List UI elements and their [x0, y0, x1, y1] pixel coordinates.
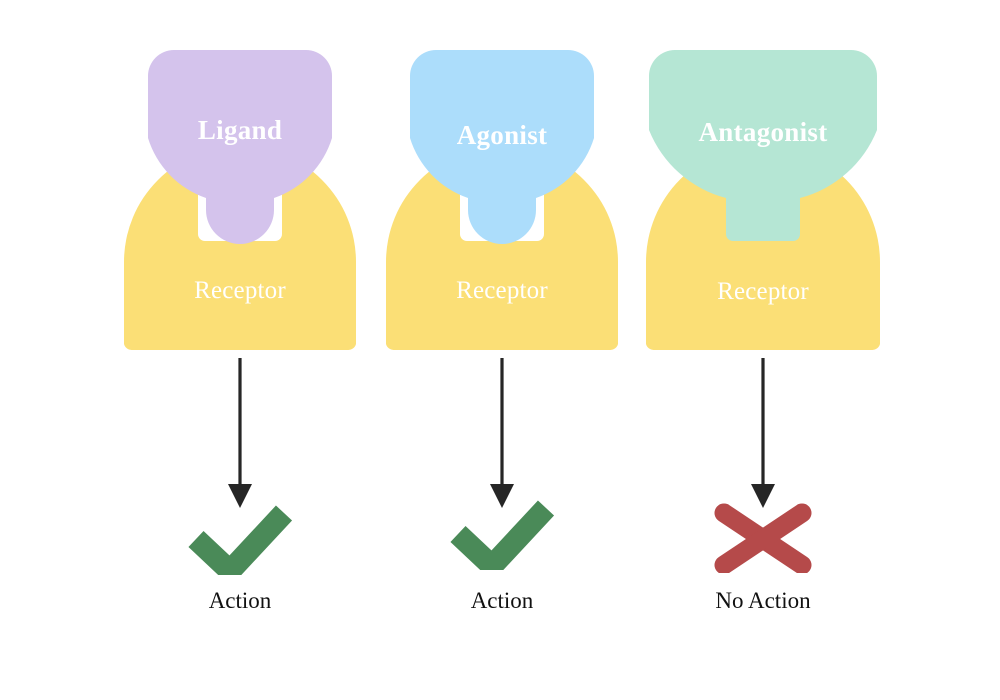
agonist-receptor-complex — [386, 50, 618, 350]
receptor-shape — [646, 145, 880, 350]
outcome-label: Action — [208, 588, 272, 613]
outcome-icon-wrapper — [640, 503, 886, 573]
cross-icon — [714, 503, 812, 573]
signal-arrow-wrapper — [640, 358, 886, 508]
column-agonist: Agonist Receptor Action — [380, 0, 624, 700]
outcome-icon-wrapper — [118, 505, 362, 575]
agonist-shape — [410, 50, 594, 244]
ligand-shape — [148, 50, 332, 244]
column-antagonist: Antagonist Receptor No Action — [640, 0, 886, 700]
outcome-label: No Action — [715, 588, 811, 613]
column-ligand: Ligand Receptor Action — [118, 0, 362, 700]
antagonist-receptor-complex — [646, 50, 880, 350]
down-arrow-icon — [751, 358, 775, 508]
receptor-shape — [386, 146, 618, 350]
signal-arrow-wrapper — [118, 358, 362, 508]
ligand-receptor-complex — [124, 50, 356, 350]
antagonist-shape — [649, 50, 877, 241]
down-arrow-icon — [228, 358, 252, 508]
check-icon — [450, 500, 555, 570]
signal-arrow-wrapper — [380, 358, 624, 508]
receptor-shape — [124, 146, 356, 350]
outcome-label: Action — [470, 588, 534, 613]
outcome-icon-wrapper — [380, 500, 624, 570]
down-arrow-icon — [490, 358, 514, 508]
check-icon — [188, 505, 293, 575]
